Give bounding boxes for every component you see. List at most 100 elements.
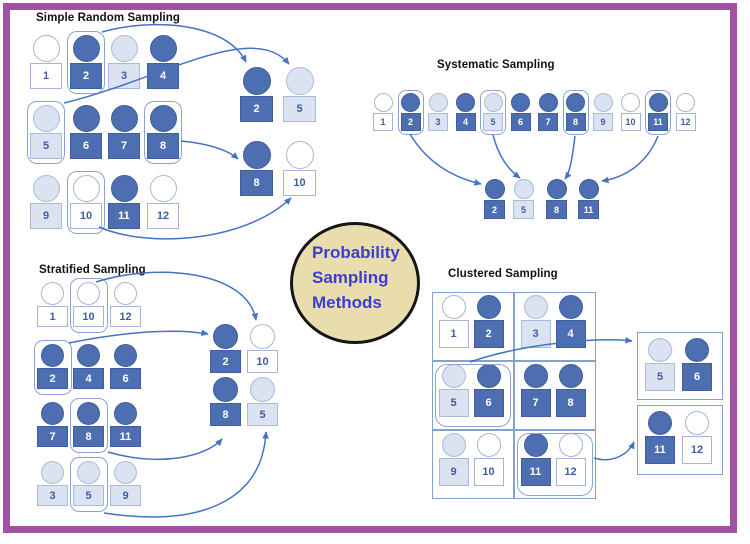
person-head-icon	[285, 67, 314, 95]
person-number: 2	[240, 96, 273, 122]
person-head-icon	[566, 93, 585, 112]
person-number: 3	[108, 63, 140, 89]
person-number: 11	[648, 113, 668, 131]
person-head-icon	[483, 93, 503, 112]
person-head-icon	[441, 295, 466, 319]
person-10: 10	[247, 324, 278, 373]
person-2: 2	[240, 67, 273, 122]
person-head-icon	[114, 402, 137, 425]
person-head-icon	[546, 179, 567, 199]
person-3: 3	[37, 461, 68, 506]
person-number: 5	[283, 96, 316, 122]
person-number: 6	[510, 113, 531, 131]
selection-outline	[69, 457, 108, 512]
selection-outline	[562, 90, 589, 135]
person-head-icon	[114, 461, 137, 484]
person-8: 8	[240, 141, 273, 196]
stratified-sampling-title: Stratified Sampling	[39, 264, 146, 276]
selection-outline	[69, 278, 108, 333]
person-11: 11	[645, 411, 675, 464]
selection-outline	[66, 31, 105, 94]
person-4: 4	[555, 295, 586, 348]
person-8: 8	[210, 377, 241, 426]
person-number: 9	[30, 203, 62, 229]
person-9: 9	[30, 175, 62, 229]
person-head-icon	[213, 324, 238, 349]
person-number: 11	[578, 200, 599, 219]
person-5: 5	[645, 338, 675, 391]
person-number: 7	[108, 133, 140, 159]
page-border-frame	[3, 3, 737, 533]
selection-outline	[26, 101, 65, 164]
person-6: 6	[473, 364, 504, 417]
person-number: 10	[473, 458, 504, 486]
person-number: 12	[110, 306, 141, 327]
person-number: 12	[682, 436, 712, 464]
person-head-icon	[538, 93, 558, 112]
person-number: 9	[438, 458, 469, 486]
person-head-icon	[114, 282, 137, 305]
person-4: 4	[73, 344, 104, 389]
person-11: 11	[108, 175, 140, 229]
person-head-icon	[685, 411, 709, 435]
person-head-icon	[456, 93, 475, 112]
person-1: 1	[37, 282, 68, 327]
person-head-icon	[484, 179, 505, 199]
person-number: 9	[593, 113, 613, 131]
person-head-icon	[523, 364, 548, 388]
person-2: 2	[400, 93, 421, 131]
person-number: 8	[565, 113, 586, 131]
person-5: 5	[247, 377, 278, 426]
person-number: 8	[555, 389, 586, 417]
person-9: 9	[110, 461, 141, 506]
cluster-sample-box	[637, 332, 723, 400]
person-number: 12	[555, 458, 586, 486]
person-number: 7	[538, 113, 558, 131]
person-1: 1	[438, 295, 469, 348]
person-6: 6	[70, 105, 102, 159]
person-1: 1	[373, 93, 393, 131]
person-number: 4	[147, 63, 179, 89]
person-head-icon	[285, 141, 314, 169]
person-head-icon	[476, 433, 501, 457]
person-head-icon	[41, 461, 64, 484]
person-number: 6	[473, 389, 504, 417]
selection-outline	[66, 171, 105, 234]
person-12: 12	[110, 282, 141, 327]
center-circle: Probability Sampling Methods	[290, 222, 420, 344]
person-3: 3	[520, 295, 551, 348]
person-head-icon	[77, 461, 100, 484]
person-number: 2	[210, 350, 241, 373]
person-head-icon	[476, 364, 501, 388]
person-head-icon	[149, 35, 177, 62]
center-label-line-1: Probability	[312, 243, 400, 262]
person-number: 11	[108, 203, 140, 229]
person-head-icon	[41, 402, 64, 425]
person-5: 5	[73, 461, 104, 506]
person-head-icon	[114, 344, 137, 367]
person-number: 6	[682, 363, 712, 391]
person-number: 1	[37, 306, 68, 327]
person-number: 5	[247, 403, 278, 426]
selection-outline	[517, 432, 593, 496]
person-number: 2	[484, 200, 505, 219]
person-number: 3	[520, 320, 551, 348]
person-head-icon	[558, 433, 583, 457]
person-4: 4	[147, 35, 179, 89]
person-10: 10	[283, 141, 316, 196]
clustered-sampling-title: Clustered Sampling	[448, 268, 558, 280]
person-head-icon	[558, 364, 583, 388]
person-head-icon	[593, 93, 613, 112]
person-9: 9	[593, 93, 613, 131]
selection-outline	[69, 398, 108, 453]
person-head-icon	[648, 338, 672, 362]
person-8: 8	[565, 93, 586, 131]
person-number: 8	[546, 200, 567, 219]
person-number: 6	[110, 368, 141, 389]
person-2: 2	[210, 324, 241, 373]
person-2: 2	[37, 344, 68, 389]
person-4: 4	[455, 93, 476, 131]
person-number: 5	[513, 200, 534, 219]
person-head-icon	[621, 93, 640, 112]
